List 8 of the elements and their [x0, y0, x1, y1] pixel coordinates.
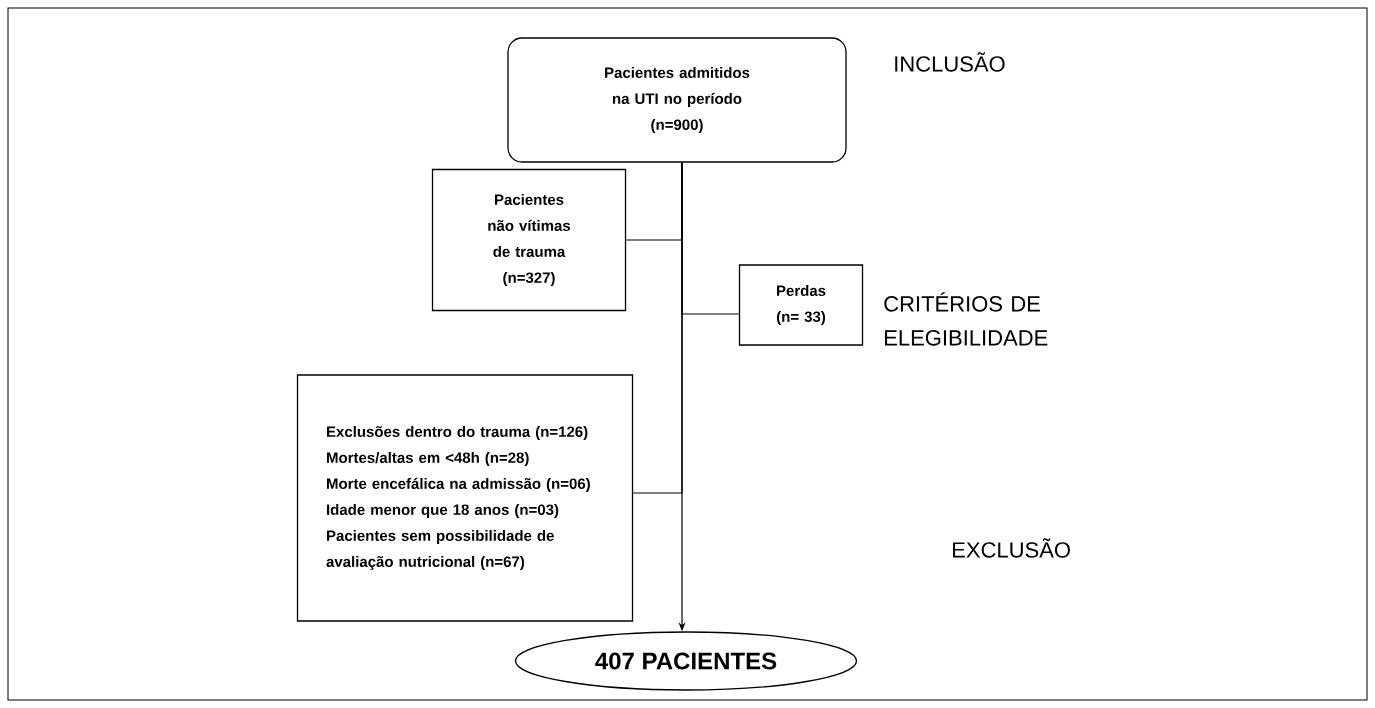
connector-line — [632, 162, 683, 494]
stage-label: CRITÉRIOS DE ELEGIBILIDADE — [884, 292, 1048, 346]
start-box: Pacientes admitidos na UTI no período (n=900) — [507, 37, 847, 163]
process-box: Pacientes não vítimas de trauma (n=327) — [431, 168, 627, 312]
exclusion-box: Exclusões dentro do trauma (n=126) Mortes/altas em <48h (n=28) Morte encefálica na admissão (n=06) Idade menor que 18 anos (n=03) Pacientes sem possibilidade de avaliação nutricional (n=67) — [296, 374, 634, 622]
stage-label: EXCLUSÃO — [953, 538, 1070, 558]
stage-label: INCLUSÃO — [895, 52, 1005, 72]
process-box: Perdas (n= 33) — [738, 264, 864, 346]
